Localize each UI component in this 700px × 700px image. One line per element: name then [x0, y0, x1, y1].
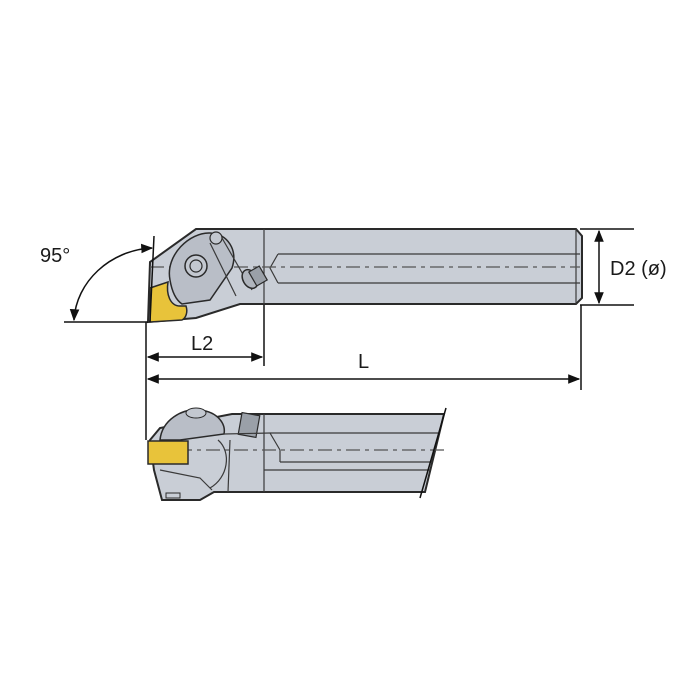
top-view [146, 228, 583, 324]
angle-dimension: 95° [40, 235, 155, 323]
clamp-screw-icon [184, 254, 208, 278]
angle-label: 95° [40, 245, 70, 267]
diameter-label: D2 (ø) [610, 258, 667, 280]
side-view [147, 407, 448, 501]
overall-length-label: L [358, 351, 369, 373]
cutting-insert [149, 280, 188, 323]
side-shank-body [148, 413, 446, 501]
diameter-dimension: D2 (ø) [580, 228, 667, 306]
side-cutting-insert [147, 440, 189, 465]
length-dimensions: L2 L [145, 305, 582, 440]
break-line [419, 407, 447, 499]
side-coolant-nozzle-icon [237, 411, 261, 439]
head-length-label: L2 [191, 333, 213, 355]
